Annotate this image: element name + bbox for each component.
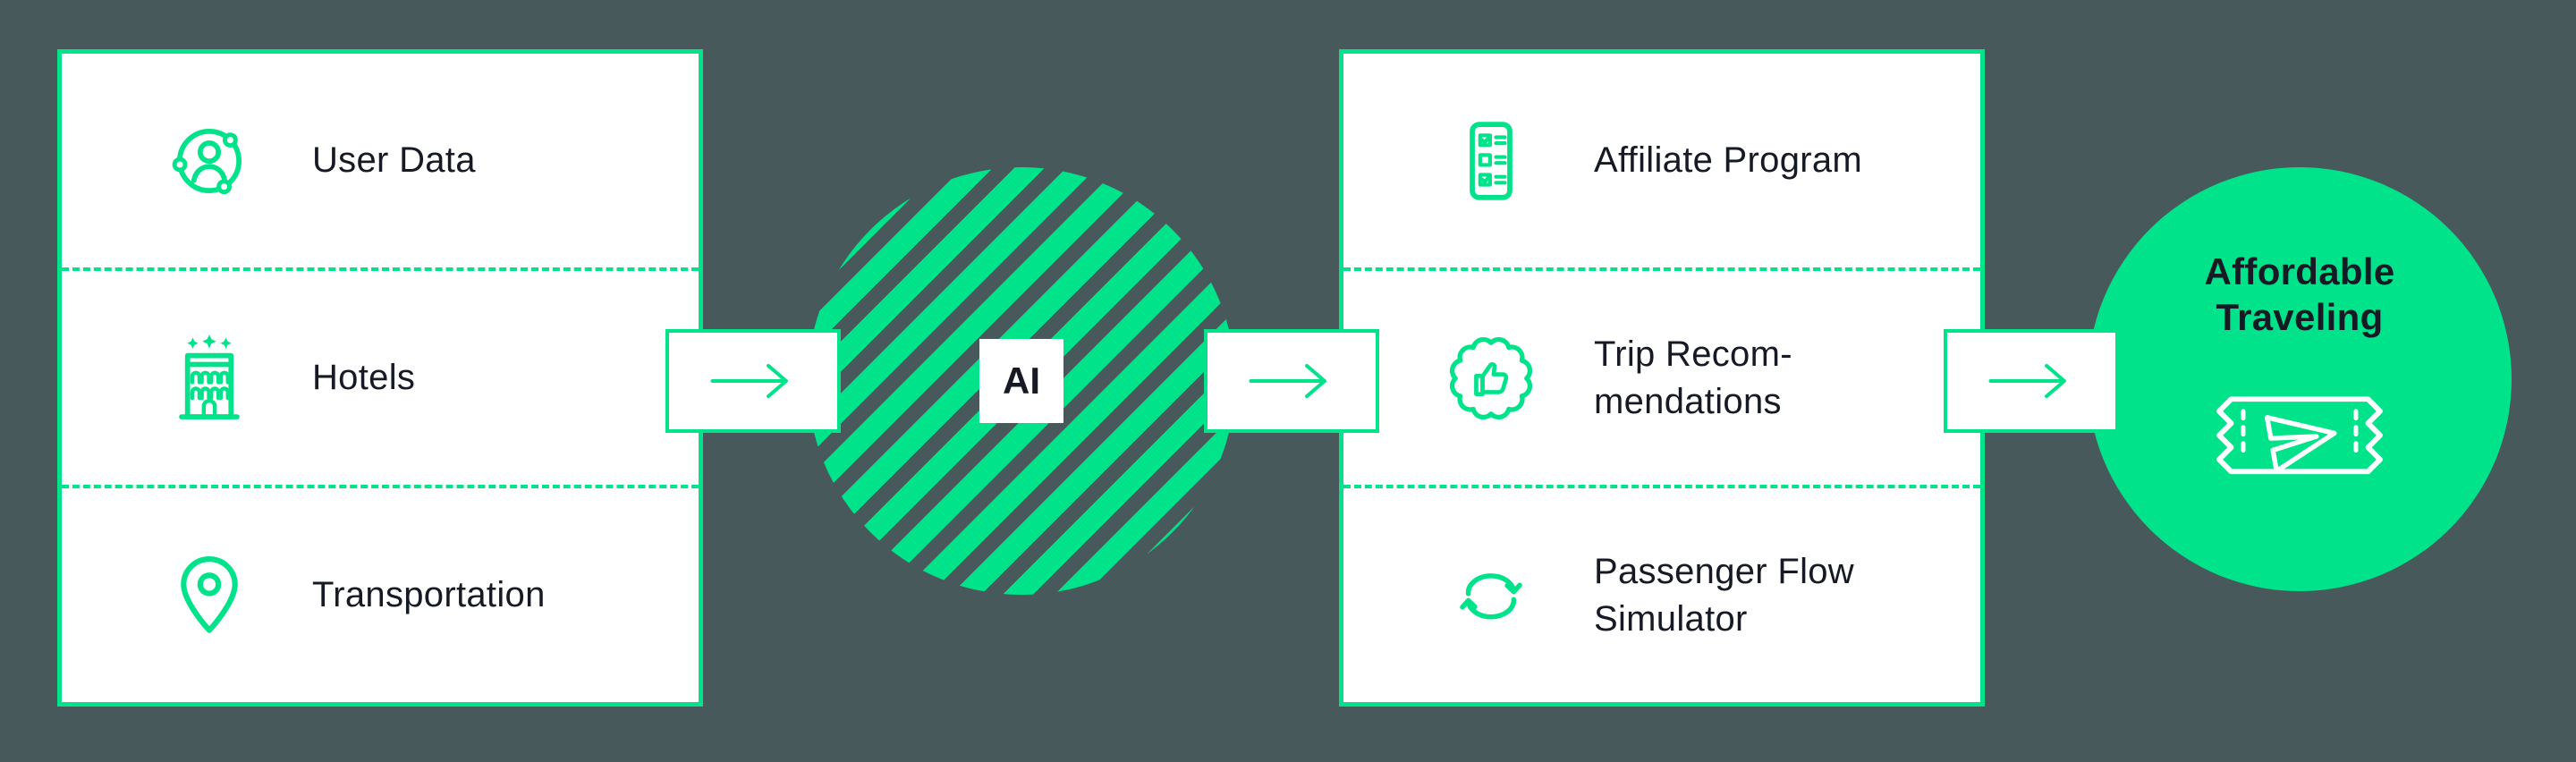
outputs-panel: Affiliate Program Trip Recom- mendations xyxy=(1339,49,1985,707)
row-label: Trip Recom- mendations xyxy=(1594,334,1792,421)
location-pin-icon xyxy=(162,548,257,643)
flow-arrow-ai-to-outputs xyxy=(1204,329,1379,433)
flow-arrow-outputs-to-result xyxy=(1944,329,2119,433)
phone-checklist-icon xyxy=(1444,114,1538,208)
badge-thumbs-up-icon xyxy=(1444,331,1538,426)
row-label: Passenger Flow Simulator xyxy=(1594,551,1854,639)
hotel-icon xyxy=(162,331,257,426)
ticket-icon xyxy=(2203,365,2396,510)
row-transportation: Transportation xyxy=(62,488,699,702)
row-label: Transportation xyxy=(312,575,546,615)
row-passenger-flow-simulator: Passenger Flow Simulator xyxy=(1343,488,1980,702)
row-affiliate-program: Affiliate Program xyxy=(1343,54,1980,271)
flow-arrow-inputs-to-ai xyxy=(665,329,841,433)
row-hotels: Hotels xyxy=(62,271,699,488)
result-title: Affordable Traveling xyxy=(2204,250,2395,338)
right-arrow-icon xyxy=(1983,355,2080,407)
user-network-icon xyxy=(162,114,257,208)
right-arrow-icon xyxy=(1243,355,1340,407)
row-trip-recommendations: Trip Recom- mendations xyxy=(1343,271,1980,488)
result-node: Affordable Traveling xyxy=(2088,167,2512,591)
ai-label: AI xyxy=(979,339,1063,423)
ai-node: AI xyxy=(808,167,1235,595)
inputs-panel: User Data xyxy=(57,49,703,707)
row-label: User Data xyxy=(312,140,476,181)
row-label: Hotels xyxy=(312,358,416,398)
row-user-data: User Data xyxy=(62,54,699,271)
right-arrow-icon xyxy=(705,355,801,407)
row-label: Affiliate Program xyxy=(1594,140,1863,181)
cycle-arrows-icon xyxy=(1444,548,1538,643)
